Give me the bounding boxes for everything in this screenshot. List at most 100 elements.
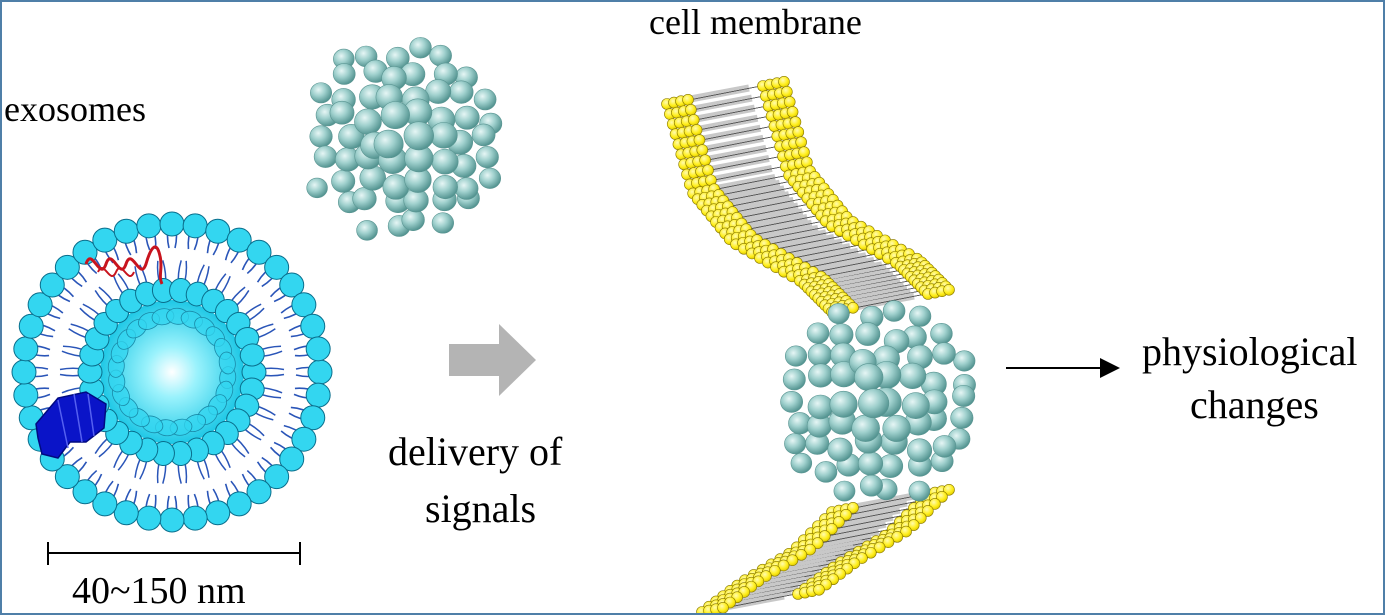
lipid-head (226, 491, 252, 517)
lipid-head (840, 509, 852, 521)
arrow-right-icon (1006, 358, 1120, 378)
lipid-head (891, 531, 904, 543)
exosomes-label: exosomes (4, 89, 146, 129)
sphere-bead (827, 303, 850, 325)
lipid-head (113, 218, 139, 244)
lipid-head (136, 505, 162, 531)
membrane-core (704, 154, 770, 174)
sphere-bead (401, 208, 425, 232)
sphere-bead (829, 323, 854, 347)
sphere-bead (807, 343, 832, 367)
sphere-bead (332, 63, 356, 85)
sphere-bead (908, 480, 931, 502)
lipid-head (922, 505, 934, 517)
sphere-bead (858, 388, 890, 419)
sphere-bead (909, 305, 932, 327)
sphere-bead (932, 435, 957, 458)
sphere-bead (310, 82, 333, 104)
sphere-bead (855, 322, 881, 346)
sphere-bead (790, 452, 813, 474)
lipid-head (92, 227, 118, 253)
sphere-bead (906, 438, 933, 463)
lipid-head (914, 512, 927, 524)
membrane-core (777, 238, 843, 258)
cell-membrane-label: cell membrane (649, 2, 862, 42)
scale-bar (47, 542, 301, 565)
fusing-exosome-sphere-icon (780, 300, 976, 502)
lipid-head (702, 164, 714, 176)
sphere-bead (449, 80, 474, 104)
delivery-label-line2: signals (425, 486, 537, 531)
lipid-head (291, 426, 317, 452)
sphere-bead (827, 437, 853, 462)
sphere-bead (930, 323, 953, 345)
lipid-head (699, 154, 711, 166)
membrane-core (809, 256, 875, 276)
sphere-bead (313, 145, 338, 168)
scale-label: 40~150 nm (72, 570, 246, 612)
lipid-head (682, 94, 694, 106)
sphere-bead (851, 414, 880, 442)
membrane-core (695, 124, 762, 144)
membrane-core (728, 196, 795, 216)
lipid-head (54, 254, 80, 280)
lipid-head (778, 76, 790, 88)
lipid-head (811, 537, 824, 549)
block-arrow-right-icon (449, 324, 536, 396)
membrane-core (849, 292, 915, 312)
sphere-bead (859, 474, 883, 497)
lipid-head (13, 336, 39, 362)
sphere-bead (857, 451, 884, 476)
sphere-bead (431, 212, 454, 234)
lipid-head (291, 292, 317, 318)
membrane-core (684, 84, 750, 104)
membrane-core (733, 202, 799, 222)
lipid-head (305, 382, 331, 408)
lipid-head (279, 272, 305, 298)
lipid-head (781, 86, 793, 98)
sphere-bead (829, 390, 858, 418)
sphere-bead (454, 105, 480, 130)
lipid-head (300, 313, 326, 339)
membrane-core (761, 229, 827, 249)
exosome-sphere-icon (306, 37, 503, 241)
lipid-head (690, 124, 703, 136)
lipid-head (246, 479, 272, 505)
lipid-head (113, 500, 139, 526)
lipid-head (929, 498, 941, 510)
membrane-core (849, 492, 915, 512)
sphere-bead (475, 146, 499, 169)
lipid-head (847, 501, 859, 514)
membrane-core (801, 252, 867, 272)
membrane-core (825, 268, 891, 288)
lipid-head (264, 254, 290, 280)
exosome-cross-section-icon (11, 211, 333, 533)
lipid-head (777, 559, 790, 572)
lipid-head (182, 505, 208, 531)
sphere-bead (309, 125, 333, 148)
lipid-head (826, 523, 838, 535)
lipid-head (783, 96, 796, 108)
sphere-bead (431, 148, 459, 175)
membrane-core (690, 104, 756, 124)
cell-membrane-bilayer (661, 76, 955, 613)
membrane-core (828, 271, 895, 291)
membrane-core (845, 289, 912, 309)
lipid-head (159, 211, 185, 237)
changes-label: changes (1190, 382, 1319, 427)
sphere-bead (953, 350, 976, 372)
lipid-head (907, 519, 920, 531)
sphere-bead (403, 121, 434, 151)
lipid-head (136, 213, 162, 239)
lipid-head (92, 491, 118, 517)
lipid-head (936, 491, 948, 503)
sphere-bead (780, 390, 803, 413)
lipid-head (798, 146, 810, 158)
lipid-head (205, 500, 231, 526)
membrane-core (793, 247, 859, 267)
lipid-head (27, 292, 53, 318)
membrane-core (753, 224, 819, 244)
sphere-bead (473, 88, 497, 111)
membrane-core (715, 179, 781, 199)
